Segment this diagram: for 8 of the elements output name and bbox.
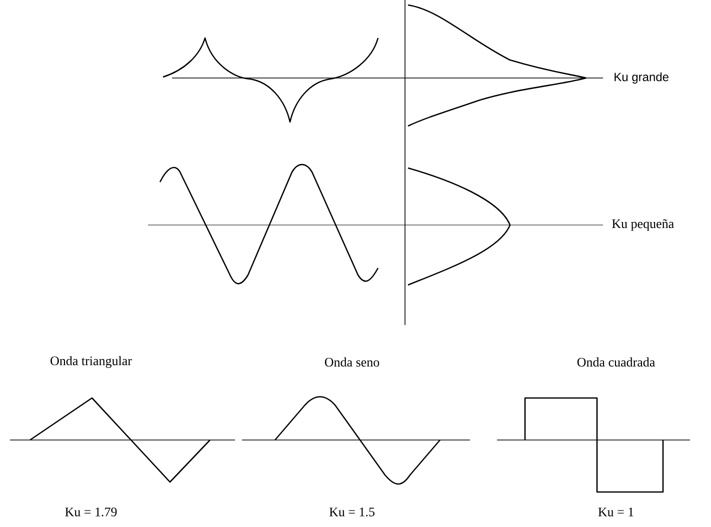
kurtosis-value: Ku = 1	[598, 508, 634, 516]
curve-label: Ku grande	[614, 72, 668, 84]
wave-title: Onda triangular	[50, 356, 132, 368]
kurtosis-value: Ku = 1.5	[329, 508, 374, 516]
curve-label: Ku pequeña	[612, 219, 674, 231]
wave-title: Onda seno	[324, 357, 380, 367]
kurtosis-value: Ku = 1.79	[65, 508, 117, 516]
wave-title: Onda cuadrada	[577, 357, 655, 367]
